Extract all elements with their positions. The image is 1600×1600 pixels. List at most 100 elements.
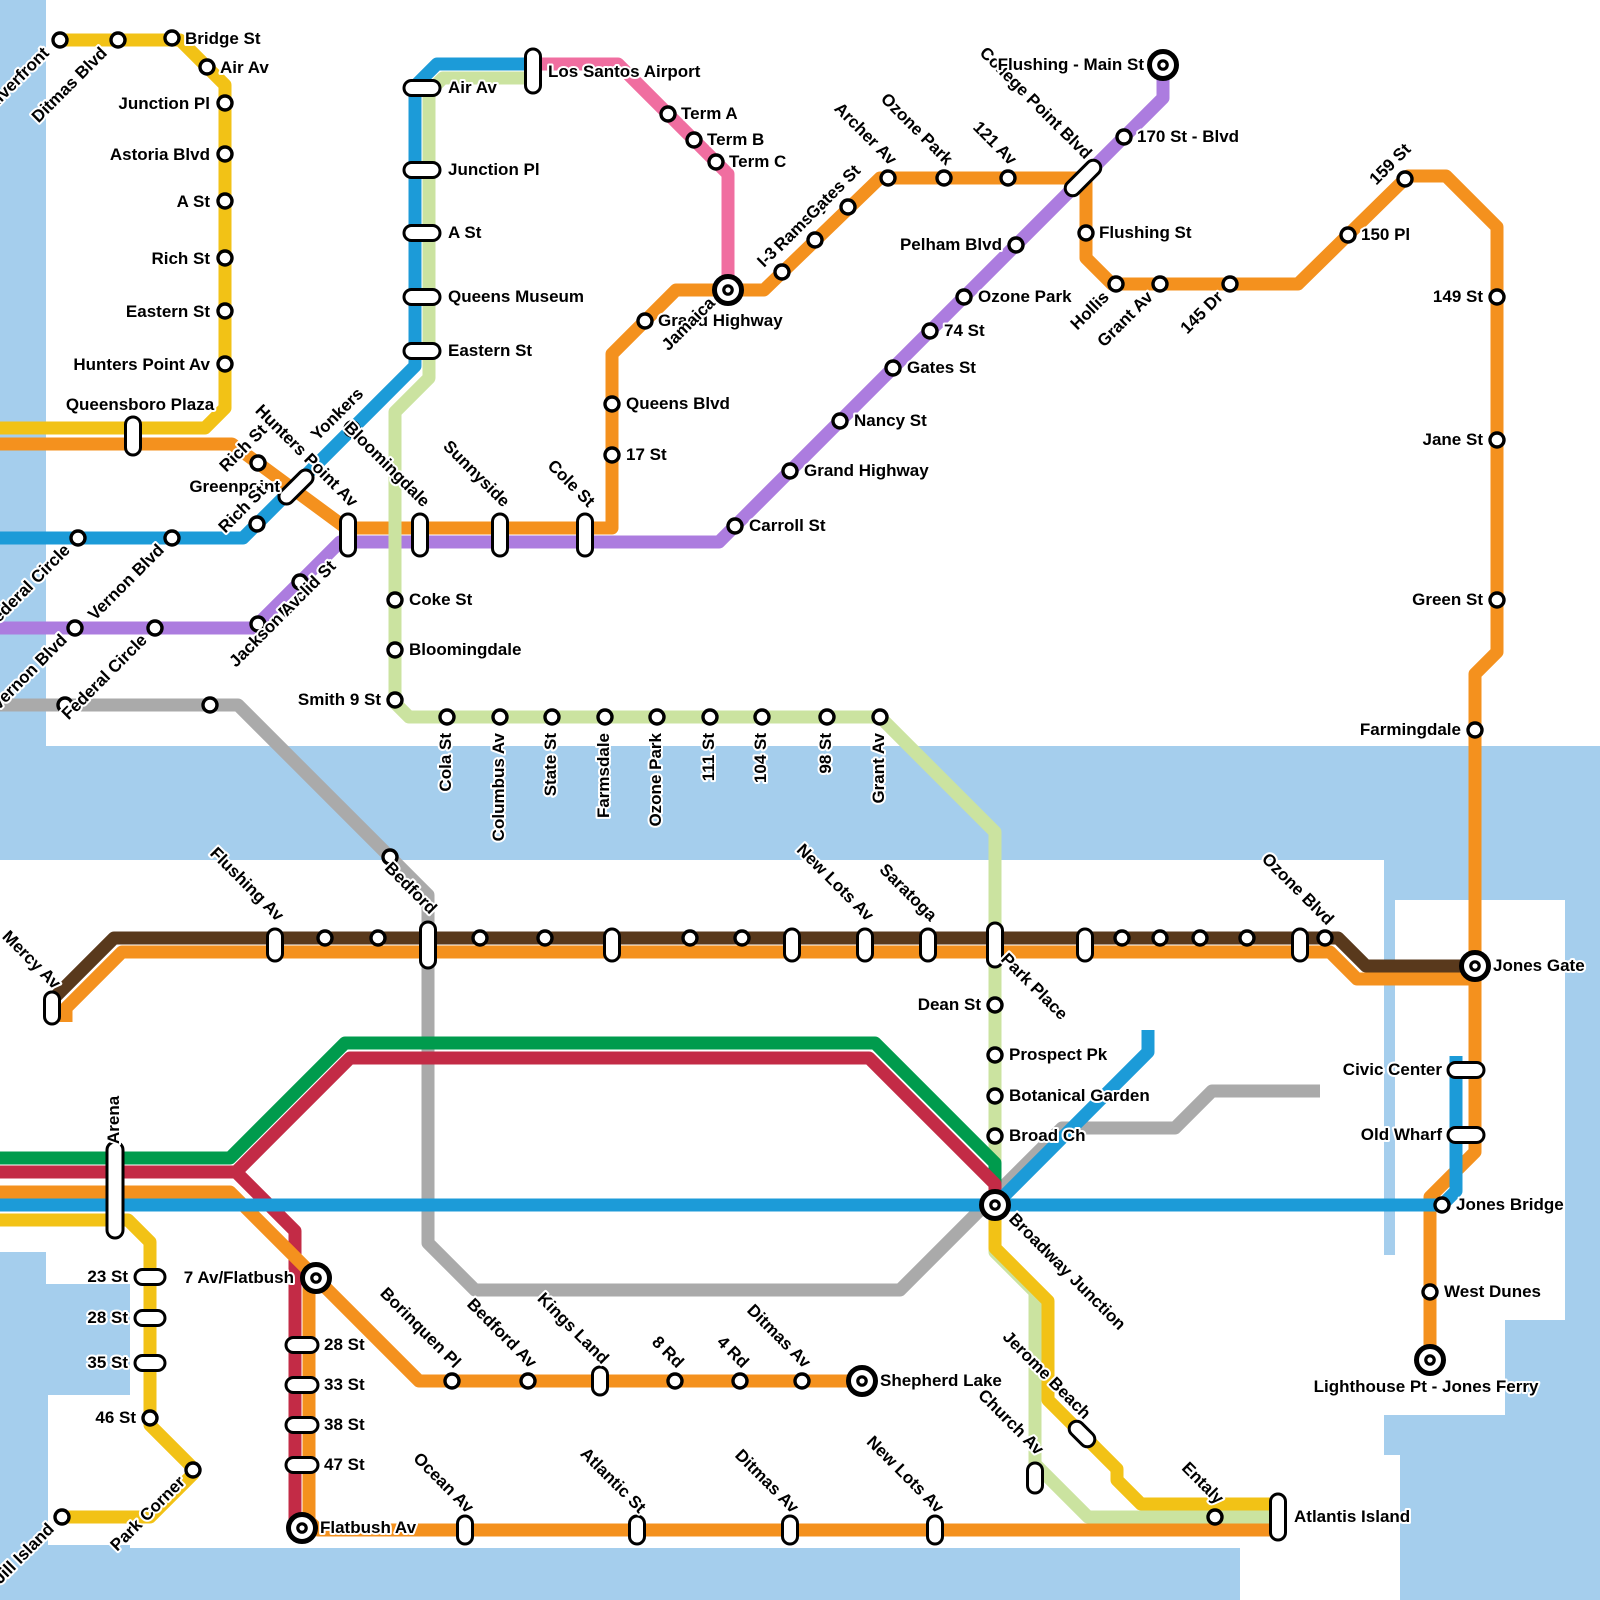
station-ozone-park-marker <box>935 169 953 187</box>
station-air-av-marker <box>198 58 216 76</box>
station-pelham-blvd-label: Pelham Blvd <box>900 235 1002 254</box>
station-farmingdale-label: Farmingdale <box>1360 720 1461 739</box>
station-atlantis-island-label: Atlantis Island <box>1294 1507 1410 1526</box>
station-grand-highway-marker <box>781 462 799 480</box>
station-yonkers-marker <box>343 420 361 438</box>
station-junction-pl-marker <box>216 94 234 112</box>
station-jill-island-marker <box>53 1508 71 1526</box>
station-145-dr-marker <box>1221 275 1239 293</box>
line-purple-flushing <box>0 65 1170 635</box>
station-17-st-marker <box>603 446 621 464</box>
station-unnamed-marker <box>1291 927 1309 963</box>
station-smith-9-st-label: Smith 9 St <box>298 690 381 709</box>
station-term-a-label: Term A <box>681 104 738 123</box>
station-grand-highway-marker <box>636 312 654 330</box>
station-term-a-marker <box>659 105 677 123</box>
station-eastern-st-label: Eastern St <box>126 302 210 321</box>
station-vernon-blvd-marker <box>66 619 84 637</box>
station-a-st-label: A St <box>448 223 482 242</box>
station-28-st-label: 28 St <box>324 1335 365 1354</box>
station-unnamed-marker <box>1113 929 1131 947</box>
station-nancy-st-label: Nancy St <box>854 411 927 430</box>
station-unnamed-marker <box>471 929 489 947</box>
station-junction-pl-marker <box>402 161 442 179</box>
station-35-st-label: 35 St <box>87 1353 128 1372</box>
station-unnamed-marker <box>369 929 387 947</box>
station-carroll-st-marker <box>726 517 744 535</box>
station-west-dunes-marker <box>1421 1283 1439 1301</box>
station-civic-center-label: Civic Center <box>1343 1060 1443 1079</box>
station-gates-st-marker <box>839 198 857 216</box>
station-queensboro-plaza-label: Queensboro Plaza <box>66 395 215 414</box>
station-arena-marker <box>105 1140 125 1240</box>
station-old-wharf-label: Old Wharf <box>1361 1125 1443 1144</box>
station-unnamed-marker <box>1238 929 1256 947</box>
station-unnamed-marker <box>1191 929 1209 947</box>
station-gates-st-marker <box>884 359 902 377</box>
station-98-st-marker <box>818 708 836 726</box>
station-unnamed-marker <box>1076 927 1094 963</box>
station-eastern-st-marker <box>402 342 442 360</box>
station-unnamed-marker <box>1151 929 1169 947</box>
line-green-brighton <box>0 1036 1002 1205</box>
station-lighthouse-pt-jones-ferry-label: Lighthouse Pt - Jones Ferry <box>1314 1377 1539 1396</box>
line-crimson-brighton <box>0 1051 1002 1205</box>
station-74-st-label: 74 St <box>944 321 985 340</box>
station-rich-st-marker <box>249 454 267 472</box>
station-47-st-marker <box>284 1456 320 1474</box>
station-broadway-junction-marker-inner <box>989 1199 1001 1211</box>
station-jane-st-label: Jane St <box>1423 430 1484 449</box>
station-38-st-label: 38 St <box>324 1415 365 1434</box>
station-atlantic-st-marker <box>628 1514 646 1546</box>
station-jerome-beach-marker <box>1067 1419 1097 1449</box>
station-unnamed-marker <box>681 929 699 947</box>
station-astoria-blvd-marker <box>216 145 234 163</box>
station-cola-st-label: Cola St <box>436 733 455 792</box>
station-unnamed-marker <box>316 929 334 947</box>
station-sunnyside-marker <box>491 512 509 558</box>
station-149-st-marker <box>1488 288 1506 306</box>
station-lighthouse-pt-jones-ferry-marker-inner <box>1424 1354 1436 1366</box>
station-riverfront-marker <box>51 31 69 49</box>
station-church-av-marker <box>1026 1461 1044 1495</box>
station-jones-bridge-marker <box>1433 1196 1451 1214</box>
station-ditmas-av-marker <box>781 1514 799 1546</box>
station-term-b-label: Term B <box>707 130 764 149</box>
station-jackson-av-marker <box>249 615 267 633</box>
station-rich-st-marker <box>248 515 266 533</box>
station-hunters-point-av-marker <box>216 355 234 373</box>
line-blue-stub <box>990 1030 1155 1210</box>
station-ozone-blvd-marker <box>1316 929 1334 947</box>
station-ozone-park-marker <box>955 288 973 306</box>
station-shepherd-lake-label: Shepherd Lake <box>880 1371 1002 1390</box>
line-yellow-astoria <box>0 33 232 435</box>
station-farmingdale-marker <box>1466 721 1484 739</box>
station-eastern-st-label: Eastern St <box>448 341 532 360</box>
station-rich-st-label: Rich St <box>151 249 210 268</box>
station-bloomingdale-marker <box>386 641 404 659</box>
station-unnamed-marker <box>733 929 751 947</box>
station-air-av-label: Air Av <box>448 78 497 97</box>
station-flushing-st-marker <box>1077 224 1095 242</box>
station-17-st-label: 17 St <box>626 445 667 464</box>
station-ozone-park-label: Ozone Park <box>978 287 1072 306</box>
station-23-st-label: 23 St <box>87 1267 128 1286</box>
station-grant-av-marker <box>871 708 889 726</box>
station-federal-circle-marker <box>69 529 87 547</box>
line-lightgreen-crosstown <box>388 71 1278 1524</box>
line-orange-mercy <box>59 945 1475 1022</box>
station-121-av-marker <box>999 169 1017 187</box>
station-ozone-park-label: Ozone Park <box>646 732 665 826</box>
station-grant-av-label: Grant Av <box>869 732 888 803</box>
station-47-st-label: 47 St <box>324 1455 365 1474</box>
station-98-st-label: 98 St <box>816 733 835 774</box>
station-jones-bridge-label: Jones Bridge <box>1456 1195 1564 1214</box>
station-7-av-flatbush-label: 7 Av/Flatbush <box>184 1268 294 1287</box>
station-broad-ch-marker <box>986 1127 1004 1145</box>
station-150-pl-label: 150 Pl <box>1361 225 1410 244</box>
station-flushing-main-st-marker-inner <box>1157 59 1169 71</box>
station-state-st-label: State St <box>541 733 560 797</box>
station-new-lots-av-marker <box>926 1514 944 1546</box>
station-green-st-marker <box>1488 591 1506 609</box>
